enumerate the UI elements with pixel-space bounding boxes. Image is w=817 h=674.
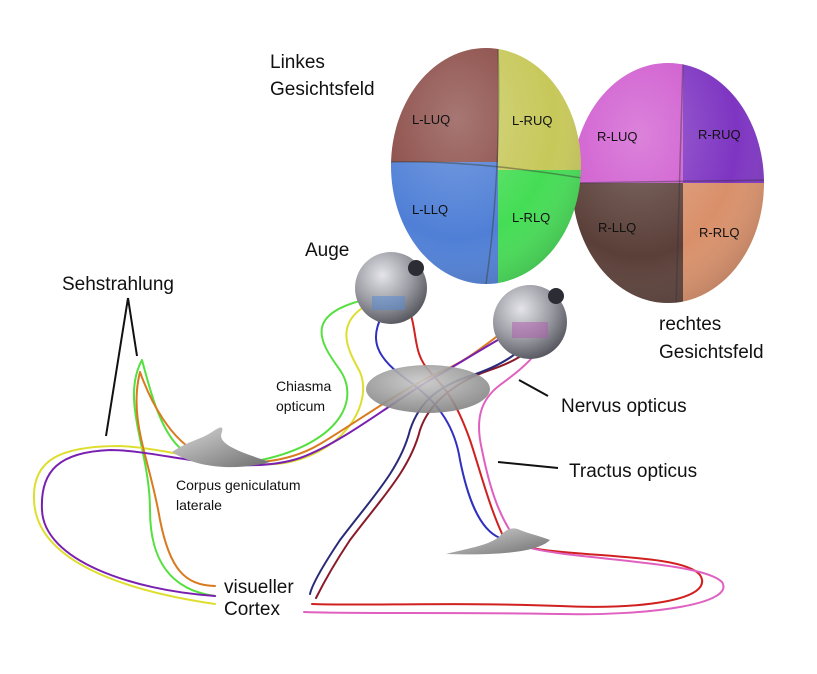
label-opticum: opticum bbox=[276, 398, 325, 414]
label-sehstrahlung: Sehstrahlung bbox=[62, 274, 174, 295]
corpus-geniculatum-right bbox=[446, 528, 550, 555]
navy-fiber bbox=[309, 329, 531, 595]
label-l-llq: L-LLQ bbox=[412, 202, 448, 217]
label-r-luq: R-LUQ bbox=[597, 129, 637, 144]
label-l-rlq: L-RLQ bbox=[512, 210, 550, 225]
leader-lines bbox=[105, 297, 559, 469]
label-corpus-geniculatum: Corpus geniculatum bbox=[176, 477, 301, 493]
label-rechtes: rechtes bbox=[659, 314, 721, 335]
right-visual-field bbox=[572, 63, 764, 303]
label-r-llq: R-LLQ bbox=[598, 220, 636, 235]
right-eye bbox=[493, 285, 567, 359]
label-r-rlq: R-RLQ bbox=[699, 225, 739, 240]
pink-fiber bbox=[303, 324, 725, 616]
label-linkes: Linkes bbox=[270, 52, 325, 73]
left-visual-field bbox=[391, 48, 581, 284]
label-laterale: laterale bbox=[176, 497, 222, 513]
label-r-ruq: R-RUQ bbox=[698, 127, 741, 142]
green-fiber bbox=[133, 295, 384, 597]
label-visueller: visueller bbox=[224, 577, 294, 598]
label-cortex: Cortex bbox=[224, 599, 280, 620]
label-auge: Auge bbox=[305, 240, 349, 261]
darkred-fiber bbox=[315, 319, 542, 599]
chiasma-opticum bbox=[366, 365, 490, 413]
label-gesichtsfeld-right: Gesichtsfeld bbox=[659, 342, 764, 363]
left-eye bbox=[355, 252, 427, 324]
corpus-geniculatum-left bbox=[172, 427, 270, 468]
label-l-luq: L-LUQ bbox=[412, 112, 450, 127]
label-nervus-opticus: Nervus opticus bbox=[561, 396, 687, 417]
label-chiasma: Chiasma bbox=[276, 378, 331, 394]
label-gesichtsfeld-left: Gesichtsfeld bbox=[270, 79, 375, 100]
nerve-fibers bbox=[32, 295, 725, 616]
label-l-ruq: L-RUQ bbox=[512, 113, 552, 128]
label-tractus-opticus: Tractus opticus bbox=[569, 461, 697, 482]
